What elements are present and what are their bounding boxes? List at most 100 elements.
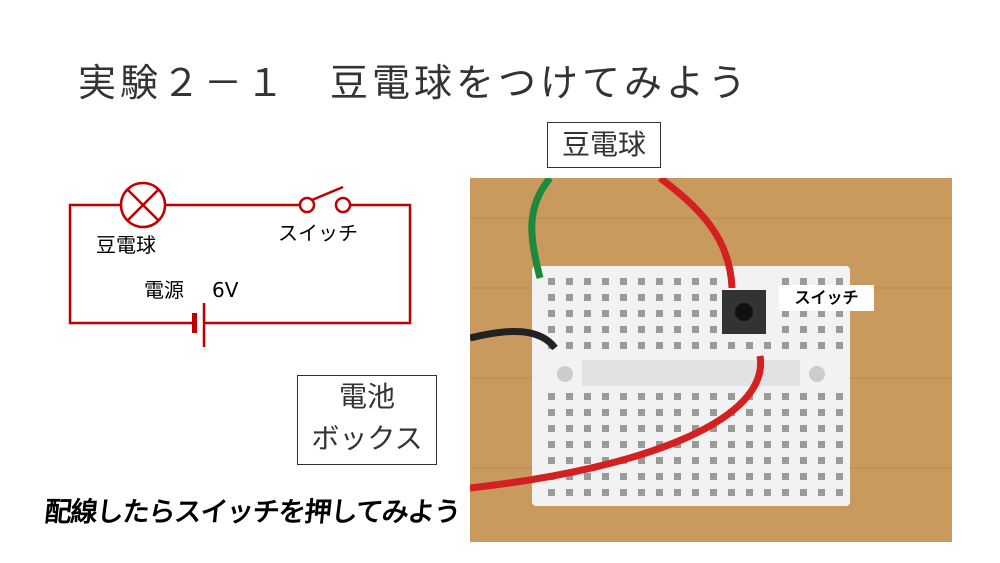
breadboard-hole: [656, 409, 663, 416]
battery-label-line1: 電池: [338, 380, 395, 413]
breadboard-hole: [836, 342, 843, 349]
breadboard-hole: [548, 409, 555, 416]
switch-terminal: [334, 196, 352, 214]
breadboard-hole: [800, 457, 807, 464]
breadboard-hole: [836, 473, 843, 480]
breadboard-hole: [800, 278, 807, 285]
breadboard-hole: [602, 294, 609, 301]
breadboard-hole: [620, 489, 627, 496]
breadboard-hole: [692, 294, 699, 301]
breadboard-hole: [764, 425, 771, 432]
breadboard-hole: [800, 473, 807, 480]
breadboard-hole: [836, 489, 843, 496]
breadboard-hole: [818, 278, 825, 285]
breadboard-hole: [710, 473, 717, 480]
breadboard-hole: [566, 489, 573, 496]
breadboard-hole: [710, 489, 717, 496]
breadboard-hole: [674, 425, 681, 432]
breadboard-hole: [692, 326, 699, 333]
breadboard-hole: [548, 310, 555, 317]
breadboard-hole: [692, 473, 699, 480]
circuit-wire: [68, 203, 412, 325]
breadboard-hole: [782, 326, 789, 333]
breadboard-hole: [548, 441, 555, 448]
breadboard-hole: [674, 489, 681, 496]
breadboard-hole: [782, 393, 789, 400]
breadboard-hole: [602, 393, 609, 400]
breadboard-hole: [656, 473, 663, 480]
breadboard-hole: [602, 310, 609, 317]
breadboard-hole: [584, 342, 591, 349]
breadboard-hole: [584, 393, 591, 400]
breadboard-hole: [782, 409, 789, 416]
breadboard-photo: [470, 178, 952, 542]
breadboard-hole: [746, 457, 753, 464]
breadboard-hole: [566, 342, 573, 349]
breadboard-hole: [602, 489, 609, 496]
breadboard-hole: [674, 342, 681, 349]
breadboard-hole: [566, 326, 573, 333]
breadboard-hole: [764, 457, 771, 464]
breadboard-hole: [764, 409, 771, 416]
breadboard-hole: [818, 409, 825, 416]
breadboard-hole: [764, 489, 771, 496]
breadboard-hole: [620, 326, 627, 333]
breadboard-hole: [602, 278, 609, 285]
breadboard-hole: [710, 310, 717, 317]
breadboard-hole: [584, 441, 591, 448]
breadboard-hole: [566, 441, 573, 448]
breadboard-hole: [548, 278, 555, 285]
breadboard-hole: [692, 409, 699, 416]
photo-battery-box-label: 電池 ボックス: [297, 375, 437, 465]
breadboard-hole: [674, 409, 681, 416]
breadboard-hole: [692, 489, 699, 496]
breadboard-hole: [584, 278, 591, 285]
breadboard-hole: [620, 409, 627, 416]
breadboard-hole: [818, 393, 825, 400]
breadboard-hole: [818, 457, 825, 464]
breadboard-hole: [602, 457, 609, 464]
breadboard-hole: [566, 409, 573, 416]
breadboard-hole: [584, 457, 591, 464]
breadboard-hole: [602, 473, 609, 480]
breadboard-hole: [638, 310, 645, 317]
breadboard-hole: [710, 326, 717, 333]
breadboard-hole: [782, 441, 789, 448]
breadboard-hole: [746, 425, 753, 432]
breadboard-hole: [674, 326, 681, 333]
breadboard-hole: [818, 326, 825, 333]
breadboard-hole: [692, 310, 699, 317]
breadboard-hole: [728, 393, 735, 400]
breadboard-hole: [818, 441, 825, 448]
breadboard-hole: [638, 278, 645, 285]
breadboard-hole: [620, 278, 627, 285]
breadboard-hole: [566, 473, 573, 480]
breadboard-hole: [764, 342, 771, 349]
breadboard-hole: [710, 393, 717, 400]
breadboard-hole: [782, 489, 789, 496]
breadboard-hole: [710, 441, 717, 448]
breadboard-hole: [620, 441, 627, 448]
breadboard-hole: [746, 441, 753, 448]
breadboard-hole: [836, 278, 843, 285]
breadboard-hole: [728, 489, 735, 496]
breadboard-hole: [584, 294, 591, 301]
breadboard-hole: [638, 342, 645, 349]
breadboard-hole: [710, 409, 717, 416]
breadboard-hole: [566, 278, 573, 285]
photo-switch-label: スイッチ: [779, 285, 874, 311]
switch-terminal: [298, 196, 316, 214]
breadboard-hole: [656, 310, 663, 317]
breadboard-hole: [728, 425, 735, 432]
breadboard-hole: [620, 393, 627, 400]
breadboard-hole: [584, 489, 591, 496]
breadboard-hole: [764, 441, 771, 448]
slide-title: 実験２－１ 豆電球をつけてみよう: [78, 61, 751, 105]
breadboard-hole: [548, 425, 555, 432]
breadboard-hole: [836, 441, 843, 448]
breadboard-hole: [782, 457, 789, 464]
breadboard-hole: [656, 342, 663, 349]
breadboard-hole: [692, 342, 699, 349]
breadboard-hole: [674, 457, 681, 464]
